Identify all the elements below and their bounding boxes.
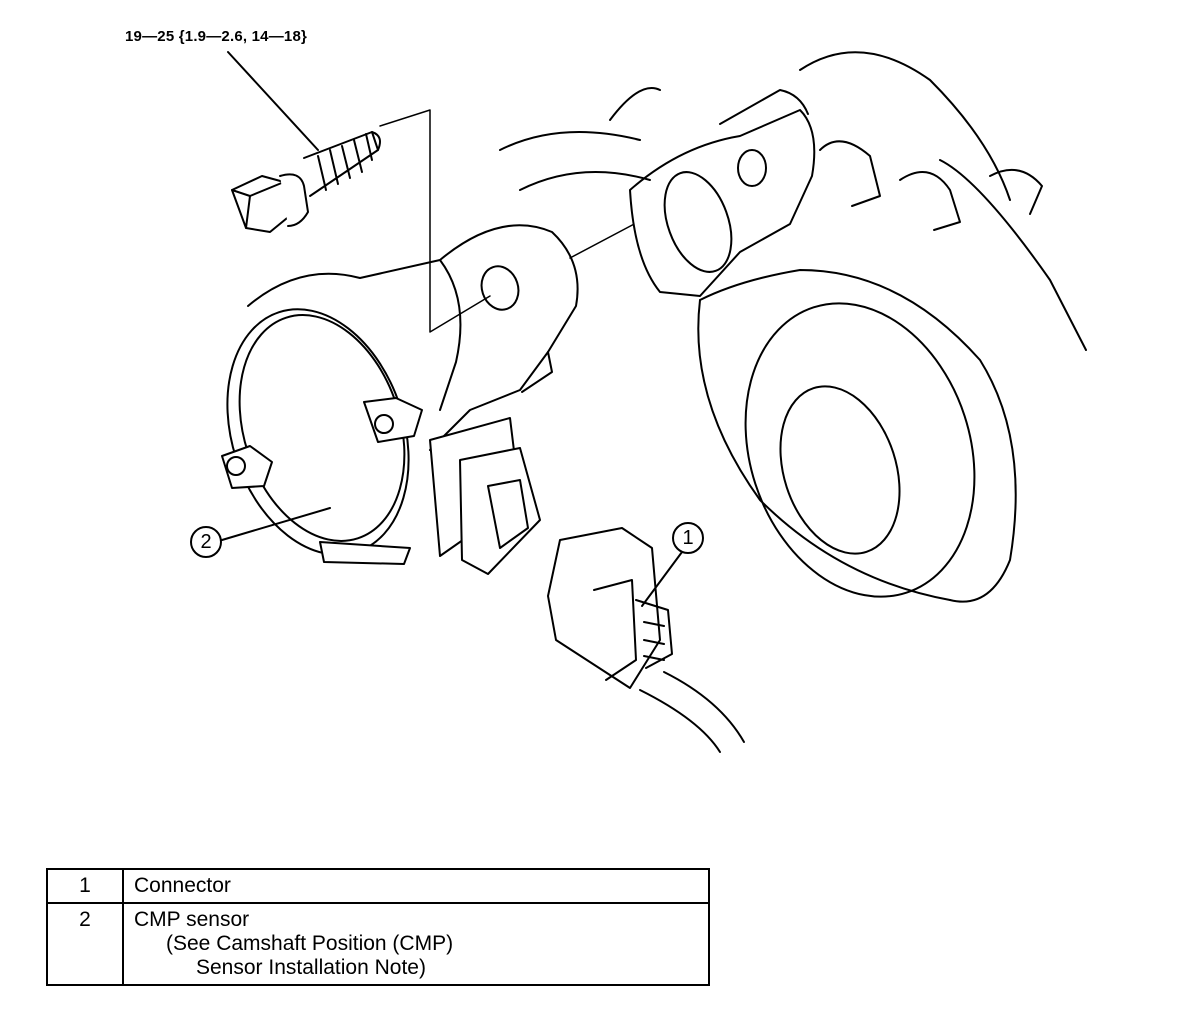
legend-number-1: 1 [46,868,124,904]
legend-table: 1 Connector 2 CMP sensor (See Camshaft P… [46,868,710,986]
torque-leader [227,51,319,151]
legend-desc-2-line-1: CMP sensor [134,908,250,931]
cmp-sensor-illustration [221,51,1087,753]
engine-background [499,51,1087,603]
legend-desc-2-line-2: (See Camshaft Position (CMP) [166,932,454,955]
torque-spec-label: 19—25 {1.9—2.6, 14—18} [125,28,308,45]
callout-1: 1 [672,522,704,554]
callout-1-leader [641,551,683,607]
legend-row-2: 2 CMP sensor (See Camshaft Position (CMP… [46,902,710,986]
legend-desc-1-line-1: Connector [134,874,231,897]
legend-desc-2-line-3: Sensor Installation Note) [196,956,426,979]
alignment-line [379,109,491,333]
legend-desc-1: Connector [122,868,710,904]
legend-row-1: 1 Connector [46,868,710,904]
callout-2: 2 [190,526,222,558]
bolt [231,131,381,233]
callout-2-leader [221,507,331,541]
cmp-sensor-body [221,224,579,575]
legend-number-2: 2 [46,902,124,986]
harness-connector [547,527,745,753]
legend-desc-2: CMP sensor (See Camshaft Position (CMP) … [122,902,710,986]
